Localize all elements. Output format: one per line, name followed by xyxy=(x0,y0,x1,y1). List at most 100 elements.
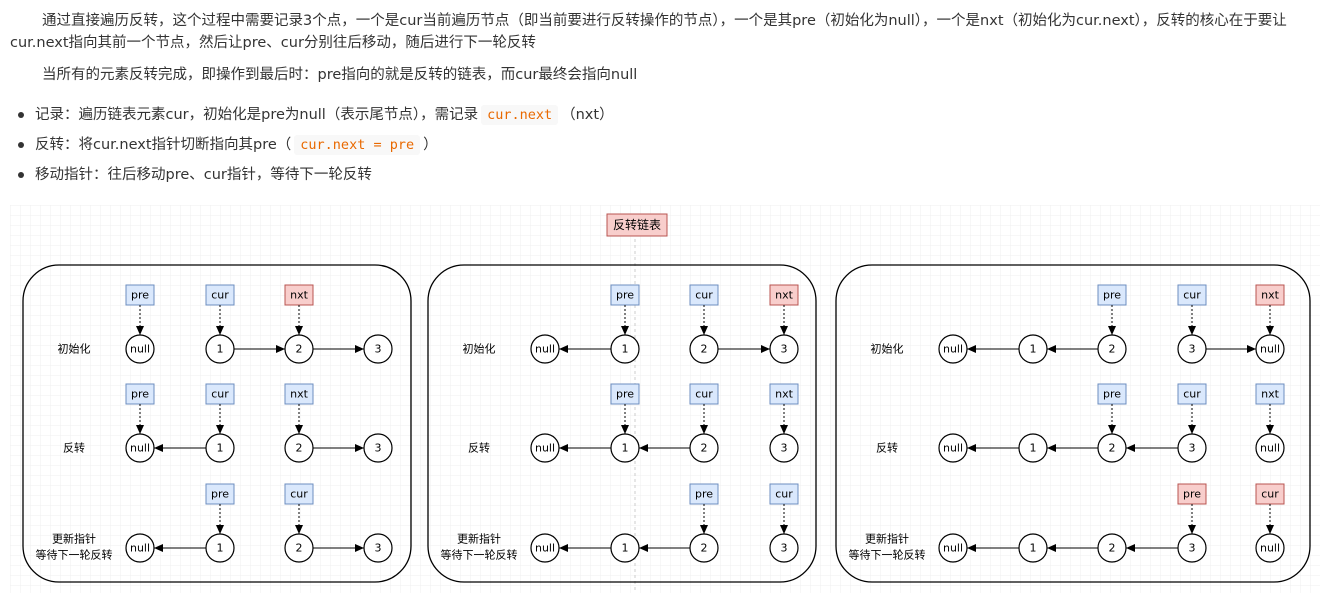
list-node xyxy=(1018,433,1048,463)
inline-code-assign: cur.next = pre xyxy=(294,135,421,155)
list-node xyxy=(530,334,560,364)
pointer-label: cur xyxy=(211,289,229,302)
list-node-label: 2 xyxy=(701,542,708,555)
bullet-record-tail: （nxt） xyxy=(561,107,614,123)
list-node-label: null xyxy=(535,442,555,455)
row-label: 初始化 xyxy=(58,342,91,356)
diagram-title-box xyxy=(606,213,668,237)
pointer-label: cur xyxy=(695,289,713,302)
list-node-label: null xyxy=(130,343,150,356)
list-node-label: 2 xyxy=(296,442,303,455)
list-node xyxy=(1097,533,1127,563)
list-node-label: 2 xyxy=(701,442,708,455)
pointer-label: cur xyxy=(1183,289,1201,302)
row-label: 反转 xyxy=(63,441,85,455)
bullet-record-text: 记录：遍历链表元素cur，初始化是pre为null（表示尾节点），需记录 xyxy=(35,107,479,123)
pointer-label: cur xyxy=(211,388,229,401)
row-label: 等待下一轮反转 xyxy=(36,548,113,562)
list-node-label: 3 xyxy=(781,542,788,555)
bullet-reverse-text: 反转：将cur.next指针切断指向其pre（ xyxy=(35,137,292,153)
list-node-label: null xyxy=(535,542,555,555)
list-node-label: null xyxy=(1260,542,1280,555)
pointer-label: pre xyxy=(695,488,713,501)
list-node-label: 1 xyxy=(217,542,224,555)
pointer-label: pre xyxy=(1183,488,1201,501)
pointer-label: pre xyxy=(616,388,634,401)
pointer-label: nxt xyxy=(775,388,793,401)
pointer-label: pre xyxy=(1103,388,1121,401)
pointer-label: nxt xyxy=(1261,289,1279,302)
list-node-label: 3 xyxy=(781,442,788,455)
pointer-label: nxt xyxy=(290,388,308,401)
list-node xyxy=(1018,334,1048,364)
list-node xyxy=(610,533,640,563)
list-node xyxy=(530,533,560,563)
bullet-reverse-tail: ） xyxy=(423,137,438,153)
list-node-label: 1 xyxy=(1030,343,1037,356)
list-node-label: null xyxy=(535,343,555,356)
list-node-label: 3 xyxy=(1189,442,1196,455)
panel-frame xyxy=(22,264,412,583)
list-node-label: null xyxy=(130,442,150,455)
pointer-label: nxt xyxy=(290,289,308,302)
list-node xyxy=(363,533,393,563)
list-node-label: 1 xyxy=(1030,542,1037,555)
list-node-label: 3 xyxy=(781,343,788,356)
list-node-label: 1 xyxy=(622,442,629,455)
list-node-label: 3 xyxy=(1189,343,1196,356)
list-node-label: 2 xyxy=(1109,442,1116,455)
list-node-label: 1 xyxy=(622,542,629,555)
list-node-label: 2 xyxy=(296,542,303,555)
pointer-label: cur xyxy=(1261,488,1279,501)
panel-frame xyxy=(427,264,817,583)
row-label: 更新指针 xyxy=(457,532,501,546)
inline-code-cur-next: cur.next xyxy=(481,105,559,125)
list-node-label: 1 xyxy=(217,442,224,455)
pointer-label: pre xyxy=(1103,289,1121,302)
pointer-label: pre xyxy=(131,388,149,401)
paragraph-summary: 当所有的元素反转完成，即操作到最后时：pre指向的就是反转的链表，而cur最终会… xyxy=(10,64,1324,86)
list-node-label: 2 xyxy=(296,343,303,356)
list-node-label: 2 xyxy=(701,343,708,356)
list-node xyxy=(938,433,968,463)
list-node-label: null xyxy=(1260,343,1280,356)
row-label: 等待下一轮反转 xyxy=(849,548,926,562)
pointer-label: nxt xyxy=(1261,388,1279,401)
pointer-label: cur xyxy=(1183,388,1201,401)
pointer-label: pre xyxy=(131,289,149,302)
bullet-reverse: 反转：将cur.next指针切断指向其pre（cur.next = pre） xyxy=(0,130,1334,160)
list-node-label: 2 xyxy=(1109,542,1116,555)
list-node xyxy=(938,533,968,563)
list-node-label: 3 xyxy=(375,442,382,455)
list-node xyxy=(938,334,968,364)
list-node-label: null xyxy=(943,343,963,356)
list-node-label: null xyxy=(130,542,150,555)
row-label: 更新指针 xyxy=(52,532,96,546)
list-node-label: 3 xyxy=(375,542,382,555)
list-node-label: 1 xyxy=(1030,442,1037,455)
list-node-label: 1 xyxy=(622,343,629,356)
pointer-label: cur xyxy=(775,488,793,501)
row-label: 初始化 xyxy=(463,342,496,356)
panel-frame xyxy=(835,264,1311,583)
bullet-move-text: 移动指针：往后移动pre、cur指针，等待下一轮反转 xyxy=(35,167,372,183)
pointer-label: cur xyxy=(290,488,308,501)
paragraph-intro-text: 通过直接遍历反转，这个过程中需要记录3个点，一个是cur当前遍历节点（即当前要进… xyxy=(10,13,1287,51)
paragraph-intro: 通过直接遍历反转，这个过程中需要记录3个点，一个是cur当前遍历节点（即当前要进… xyxy=(10,10,1324,54)
row-label: 反转 xyxy=(468,441,490,455)
pointer-label: pre xyxy=(211,488,229,501)
list-node-label: 3 xyxy=(1189,542,1196,555)
bullet-move: 移动指针：往后移动pre、cur指针，等待下一轮反转 xyxy=(0,160,1334,190)
pointer-label: cur xyxy=(695,388,713,401)
list-node-label: 2 xyxy=(1109,343,1116,356)
list-node-label: null xyxy=(1260,442,1280,455)
list-node xyxy=(363,433,393,463)
row-label: 更新指针 xyxy=(865,532,909,546)
list-node xyxy=(530,433,560,463)
list-node-label: null xyxy=(943,542,963,555)
list-node-label: 3 xyxy=(375,343,382,356)
paragraph-summary-text: 当所有的元素反转完成，即操作到最后时：pre指向的就是反转的链表，而cur最终会… xyxy=(42,67,638,83)
